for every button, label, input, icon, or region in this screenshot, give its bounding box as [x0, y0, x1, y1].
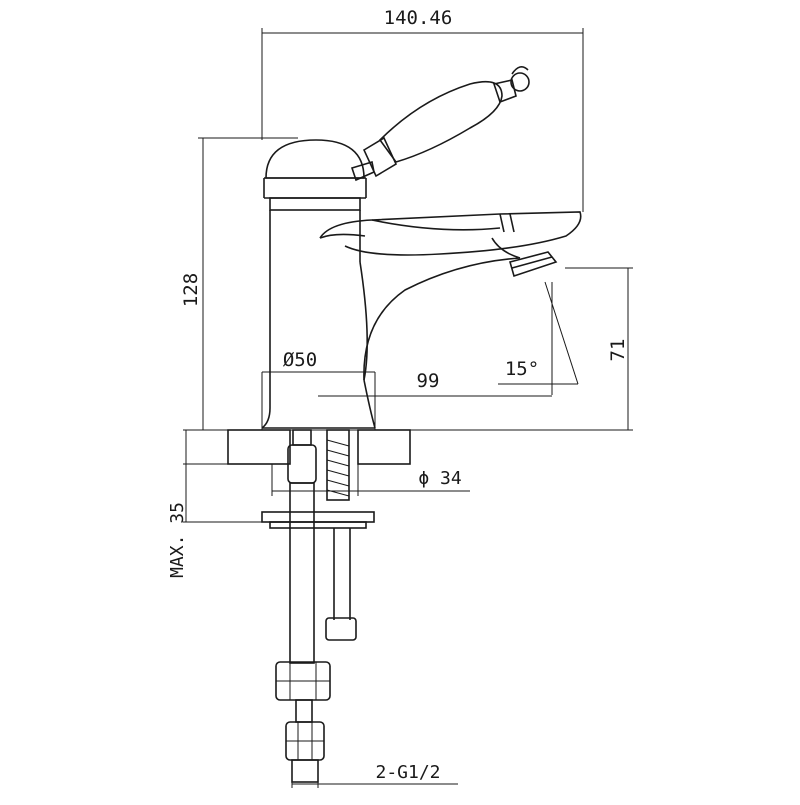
faucet-body — [261, 139, 582, 429]
overall-width-label: 140.46 — [384, 7, 453, 29]
dimension-spout-height: 71 — [565, 267, 633, 430]
dimension-overall-width: 140.46 — [261, 7, 584, 212]
body-diameter-label: Ø50 — [283, 349, 317, 371]
dimension-max-deck: MAX. 35 — [167, 430, 262, 578]
countertop-section — [183, 429, 633, 465]
spout-angle-label: 15° — [505, 358, 539, 380]
handle-lever — [350, 66, 530, 182]
dimension-body-diameter: Ø50 — [261, 349, 376, 430]
spout-reach-label: 99 — [417, 370, 440, 392]
connection-label: 2-G1/2 — [375, 762, 440, 783]
braided-hose — [275, 482, 331, 783]
max-deck-label: MAX. 35 — [167, 502, 188, 578]
dimension-connection: 2-G1/2 — [291, 762, 458, 788]
height-label: 128 — [180, 273, 202, 307]
hole-diameter-label: ϕ 34 — [418, 468, 461, 489]
spout-height-label: 71 — [607, 339, 629, 362]
dimension-height: 128 — [180, 137, 298, 430]
dimension-spout-reach: 99 15° — [318, 281, 579, 397]
dimension-hole-diameter: ϕ 34 — [271, 464, 470, 496]
